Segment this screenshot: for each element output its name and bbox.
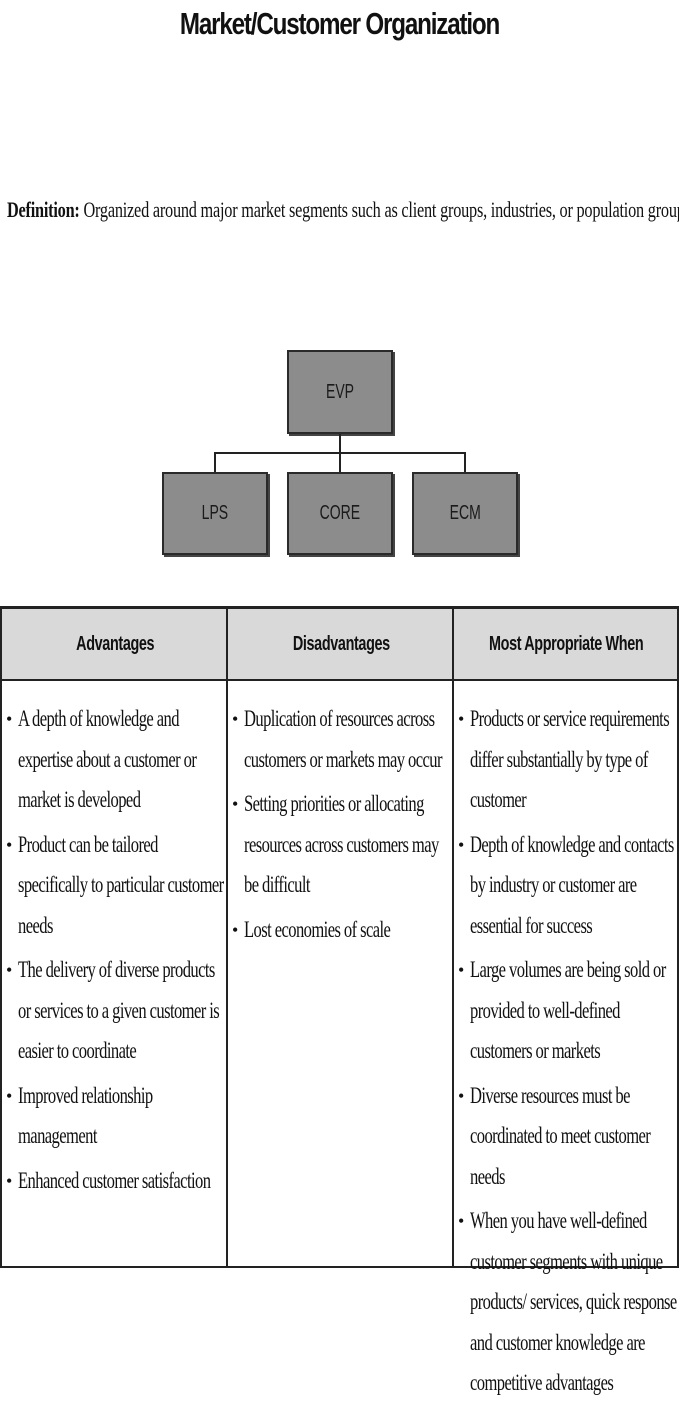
- most-appropriate-column: Products or service requirements differ …: [456, 699, 678, 1408]
- list-item-text: Setting priorities or allocating resourc…: [244, 791, 439, 897]
- definition-text: Organized around major market segments s…: [83, 197, 679, 222]
- org-box-child: CORE: [287, 472, 393, 555]
- list-item-text: Enhanced customer satisfaction: [18, 1167, 211, 1193]
- list-item: Duplication of resources across customer…: [230, 699, 452, 780]
- org-box-child: LPS: [162, 472, 268, 555]
- list-item: Products or service requirements differ …: [456, 699, 678, 821]
- table-header-disadvantages: Disadvantages: [228, 609, 454, 679]
- advantages-column: A depth of knowledge and expertise about…: [4, 699, 226, 1205]
- org-connector: [339, 434, 341, 454]
- list-item-text: Product can be tailored specifically to …: [18, 831, 224, 938]
- org-box-child-label: CORE: [319, 502, 361, 524]
- table-header-advantages: Advantages: [2, 609, 228, 679]
- org-connector: [214, 452, 216, 472]
- org-box-top-label: EVP: [325, 380, 355, 403]
- table-header-row: Advantages Disadvantages Most Appropriat…: [2, 609, 677, 681]
- list-item: Enhanced customer satisfaction: [4, 1161, 226, 1202]
- list-item: Large volumes are being sold or provided…: [456, 950, 678, 1072]
- table-header-label: Disadvantages: [292, 632, 390, 655]
- list-item: A depth of knowledge and expertise about…: [4, 699, 226, 821]
- org-box-child-label: ECM: [449, 502, 481, 524]
- page-title: Market/Customer Organization: [179, 6, 500, 41]
- list-item: Diverse resources must be coordinated to…: [456, 1076, 678, 1198]
- list-item: Product can be tailored specifically to …: [4, 825, 226, 947]
- list-item-text: Lost economies of scale: [244, 916, 391, 942]
- list-item-text: A depth of knowledge and expertise about…: [18, 706, 197, 812]
- list-item: The delivery of diverse products or serv…: [4, 950, 226, 1072]
- list-item: Lost economies of scale: [230, 910, 452, 951]
- table-header-label: Most Appropriate When: [489, 632, 644, 655]
- disadvantages-column: Duplication of resources across customer…: [230, 699, 452, 954]
- list-item-text: Duplication of resources across customer…: [244, 706, 443, 772]
- list-item: Setting priorities or allocating resourc…: [230, 784, 452, 906]
- table-header-label: Advantages: [75, 632, 155, 655]
- list-item-text: Products or service requirements differ …: [470, 706, 670, 812]
- org-connector: [339, 452, 341, 472]
- org-box-child: ECM: [412, 472, 518, 555]
- list-item-text: Diverse resources must be coordinated to…: [470, 1082, 651, 1189]
- list-item-text: Improved relationship management: [18, 1082, 153, 1149]
- org-box-top: EVP: [287, 350, 393, 434]
- list-item: Improved relationship management: [4, 1076, 226, 1157]
- org-box-child-label: LPS: [201, 502, 229, 524]
- column-divider: [226, 609, 228, 1266]
- org-connector: [464, 452, 466, 472]
- definition: Definition: Organized around major marke…: [7, 193, 679, 227]
- list-item-text: Depth of knowledge and contacts by indus…: [470, 831, 674, 938]
- list-item-text: When you have well-defined customer segm…: [470, 1208, 677, 1395]
- list-item: Depth of knowledge and contacts by indus…: [456, 825, 678, 947]
- list-item-text: The delivery of diverse products or serv…: [18, 957, 220, 1063]
- definition-label: Definition:: [7, 197, 80, 222]
- comparison-table: Advantages Disadvantages Most Appropriat…: [0, 606, 679, 1395]
- list-item-text: Large volumes are being sold or provided…: [470, 957, 666, 1063]
- table-header-most-appropriate: Most Appropriate When: [454, 609, 679, 679]
- column-divider: [452, 609, 454, 1266]
- list-item: When you have well-defined customer segm…: [456, 1201, 678, 1404]
